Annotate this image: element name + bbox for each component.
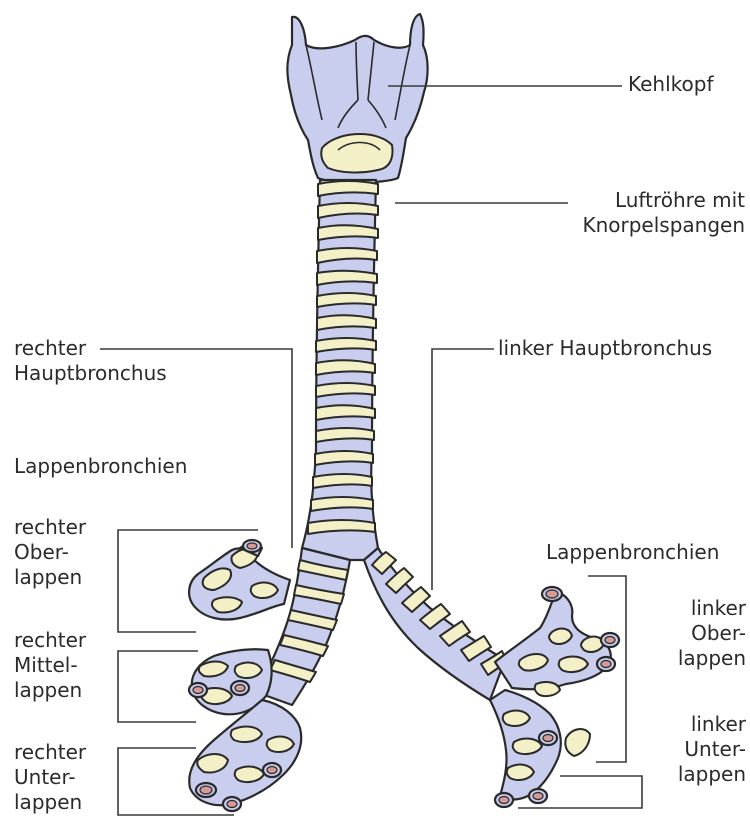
trachea [302,180,378,560]
leader-rechter-mittellappen [118,651,198,722]
left-lower-lobe-bronchi [490,690,561,807]
label-kehlkopf: Kehlkopf [628,72,714,97]
label-luftroehre: Luftröhre mit Knorpelspangen [570,188,745,238]
label-linker-hauptbronchus: linker Hauptbronchus [498,336,712,361]
label-lappenbronchien-rechts: Lappenbronchien [14,454,187,479]
label-linker-oberlappen: linker Ober- lappen [640,596,746,671]
label-rechter-oberlappen: rechter Ober- lappen [14,515,86,590]
label-linker-unterlappen: linker Unter- lappen [640,712,746,787]
larynx [287,14,427,183]
label-rechter-mittellappen: rechter Mittel- lappen [14,628,86,703]
left-main-bronchus [364,548,507,700]
label-lappenbronchien-links: Lappenbronchien [546,540,719,565]
label-rechter-unterlappen: rechter Unter- lappen [14,740,86,815]
right-lower-lobe-bronchi [189,700,301,811]
right-upper-lobe-bronchi [189,540,290,620]
leader-linker-hauptbronchus [432,349,494,590]
label-rechter-hauptbronchus: rechter Hauptbronchus [14,336,167,386]
